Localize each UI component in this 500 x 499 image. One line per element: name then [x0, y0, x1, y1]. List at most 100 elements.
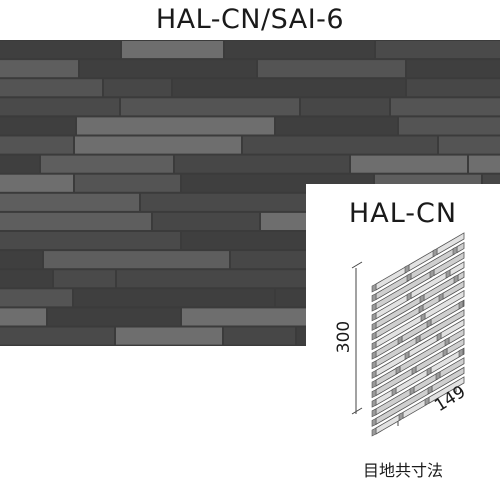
tile-strip [0, 98, 119, 116]
tile-strip [258, 60, 405, 78]
diagram-strip-side [371, 408, 377, 418]
tile-strip [48, 308, 180, 326]
tile-strip [0, 289, 72, 307]
diagram-strip-side [391, 387, 397, 397]
tile-strip [117, 270, 324, 288]
tile-strip [407, 79, 500, 97]
tile-strip [74, 289, 274, 307]
diagram-strip-side [458, 348, 464, 358]
tile-strip [0, 308, 46, 326]
product-name: HAL-CN [348, 198, 458, 229]
tile-strip [276, 117, 397, 135]
diagram-strip-side [424, 396, 430, 406]
diagram-strip-side [404, 350, 410, 360]
diagram-strip-side [406, 292, 412, 301]
diagram-strip-side [444, 337, 450, 347]
diagram-strip-side [404, 264, 410, 274]
height-dimension-label: 300 [334, 320, 355, 354]
diagram-strip-side [371, 379, 377, 389]
tile-strip [116, 327, 222, 345]
joint-dimension-caption: 目地共寸法 [362, 461, 443, 480]
tile-strip [0, 155, 39, 173]
diagram-strip-side [371, 312, 377, 322]
diagram-strip [456, 241, 465, 254]
diagram-strip-side [371, 321, 377, 331]
tile-strip [54, 270, 115, 288]
tile-strip [121, 98, 299, 116]
diagram-strip-side [458, 300, 464, 310]
diagram-strip-side [427, 385, 433, 395]
diagram-strip-side [371, 293, 377, 303]
tile-strip [469, 155, 500, 173]
diagram-panel: HAL-CN 300 149 目地共寸法 [306, 184, 500, 499]
diagram-strip-side [371, 341, 377, 351]
tile-strip [301, 98, 389, 116]
diagram-strip-side [426, 366, 432, 376]
tile-strip [0, 270, 52, 288]
tile-strip [75, 136, 241, 154]
tile-strip [0, 174, 73, 192]
diagram-strip-side [371, 302, 377, 312]
diagram-strip-side [436, 332, 442, 342]
diagram-strip-side [415, 334, 421, 344]
diagram-strip-side [371, 417, 377, 427]
tile-strip [407, 60, 500, 78]
diagram-strip-side [418, 304, 424, 314]
tile-strip [141, 193, 314, 211]
tile-strip [122, 41, 223, 59]
tile-strip [173, 79, 405, 97]
diagram-strip-side [432, 248, 438, 258]
diagram-strip-side [371, 389, 377, 399]
diagram-strip-side [406, 272, 412, 282]
tile-strip [80, 60, 256, 78]
diagram-strip-side [429, 269, 435, 279]
tile-strip [0, 212, 151, 230]
tile-strip [0, 41, 120, 59]
tile-strip [41, 155, 173, 173]
tile-strip [0, 79, 102, 97]
tile-strip [0, 117, 75, 135]
tile-sheet-diagram [351, 232, 465, 437]
tile-strip [0, 327, 114, 345]
tile-strip [261, 212, 320, 230]
tile-strip [75, 174, 180, 192]
tile-strip [0, 136, 73, 154]
tile-strip [439, 136, 500, 154]
diagram-strip-side [435, 371, 441, 381]
diagram-strip-side [445, 269, 451, 279]
tile-strip [225, 41, 374, 59]
diagram-strip [457, 270, 465, 282]
diagram-strip-side [371, 350, 377, 360]
tile-strip [224, 327, 295, 345]
diagram-strip-side [453, 274, 459, 284]
diagram-strip-side [438, 292, 444, 302]
tile-strip [153, 212, 259, 230]
tile-strip [0, 232, 180, 250]
tile-strip [391, 98, 500, 116]
diagram-strip-side [371, 398, 377, 408]
diagram-strip-side [442, 347, 448, 357]
diagram-strip-side [371, 331, 377, 341]
tile-strip [77, 117, 274, 135]
diagram-strip-side [419, 294, 425, 304]
diagram-strip-side [426, 318, 432, 328]
diagram-strip-side [371, 283, 377, 293]
diagram-strip-side [452, 246, 458, 256]
tile-strip [0, 251, 42, 269]
tile-strip [104, 79, 171, 97]
diagram-strip-side [371, 369, 377, 379]
diagram-strip-side [398, 411, 404, 421]
diagram-strip-side [371, 360, 377, 370]
diagram-strip-side [371, 427, 377, 437]
tile-strip [351, 155, 467, 173]
tile-strip [175, 155, 349, 173]
diagram-strip-side [397, 335, 403, 345]
diagram-strip-side [411, 365, 417, 375]
diagram-strip-side [409, 386, 415, 396]
page-title: HAL-CN/SAI-6 [155, 4, 345, 35]
tile-strip [182, 232, 324, 250]
tile-strip [376, 41, 500, 59]
diagram-strip-side [420, 312, 426, 322]
diagram-strip-side [395, 365, 401, 375]
tile-strip [243, 136, 437, 154]
